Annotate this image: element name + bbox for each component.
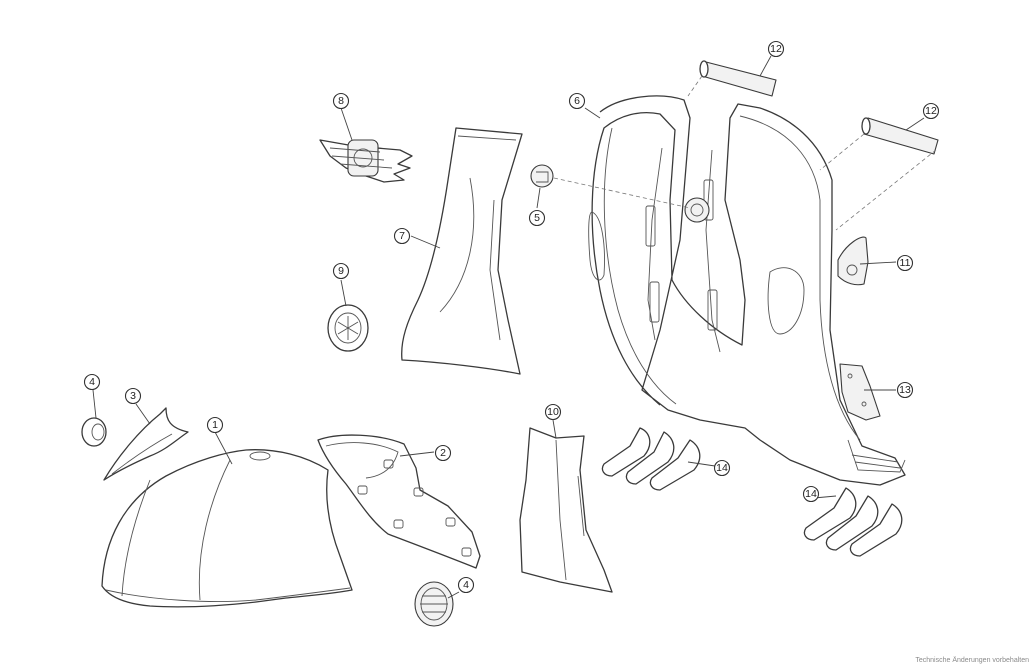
callout-13: 13 (896, 381, 914, 399)
part-11-bracket (837, 236, 869, 286)
svg-text:12: 12 (770, 43, 782, 55)
svg-text:9: 9 (338, 265, 344, 277)
callout-10: 10 (544, 403, 562, 421)
svg-text:4: 4 (463, 579, 469, 591)
svg-text:1: 1 (212, 419, 218, 431)
callout-2: 2 (434, 444, 452, 462)
assembly-line-5 (553, 177, 691, 209)
callout-9: 9 (332, 262, 350, 280)
part-7-panel (401, 127, 523, 375)
svg-text:6: 6 (574, 95, 580, 107)
callout-4-lower: 4 (457, 576, 475, 594)
svg-text:12: 12 (925, 105, 937, 117)
svg-text:13: 13 (899, 384, 911, 396)
part-9-round-badge (327, 304, 369, 352)
svg-text:11: 11 (900, 257, 911, 269)
part-5-clip (530, 164, 554, 188)
svg-text:14: 14 (805, 488, 817, 500)
callout-5: 5 (528, 209, 546, 227)
callout-12-upper: 12 (767, 40, 785, 58)
part-14-strips-lower (803, 487, 903, 557)
assembly-line-12a (687, 75, 703, 97)
assembly-line-12b (819, 133, 865, 171)
callout-11: 11 (896, 254, 914, 272)
part-4-cap-upper (81, 417, 107, 447)
svg-text:14: 14 (716, 462, 728, 474)
part-8-winged-emblem (319, 139, 413, 183)
callout-8: 8 (332, 92, 350, 110)
part-10-center-panel (519, 427, 613, 593)
svg-text:4: 4 (89, 376, 95, 388)
svg-text:8: 8 (338, 95, 344, 107)
leader-lines (92, 55, 925, 599)
callout-12-right: 12 (922, 102, 940, 120)
part-1-front-fender (101, 449, 353, 608)
svg-text:3: 3 (130, 390, 136, 402)
callout-4-upper: 4 (83, 373, 101, 391)
callout-1: 1 (206, 416, 224, 434)
part-14-strips-upper (601, 427, 701, 491)
callout-14-lower: 14 (802, 485, 820, 503)
part-3-crest (103, 407, 189, 481)
callout-14-upper: 14 (713, 459, 731, 477)
part-12-trim-strip-right (861, 117, 939, 155)
part-13-plate (839, 363, 881, 421)
callout-7: 7 (393, 227, 411, 245)
part-2-inner-cover (317, 434, 481, 569)
part-4-cap-lower (414, 581, 454, 627)
callout-6: 6 (568, 92, 586, 110)
svg-text:10: 10 (547, 406, 559, 418)
assembly-line-12c (835, 149, 937, 231)
svg-text:7: 7 (399, 230, 405, 242)
footer-note: Technische Änderungen vorbehalten (915, 657, 1029, 664)
part-6-leg-shield (588, 95, 906, 486)
callout-3: 3 (124, 387, 142, 405)
part-12-trim-strip-upper (699, 60, 777, 97)
svg-text:2: 2 (440, 447, 446, 459)
svg-text:5: 5 (534, 212, 540, 224)
